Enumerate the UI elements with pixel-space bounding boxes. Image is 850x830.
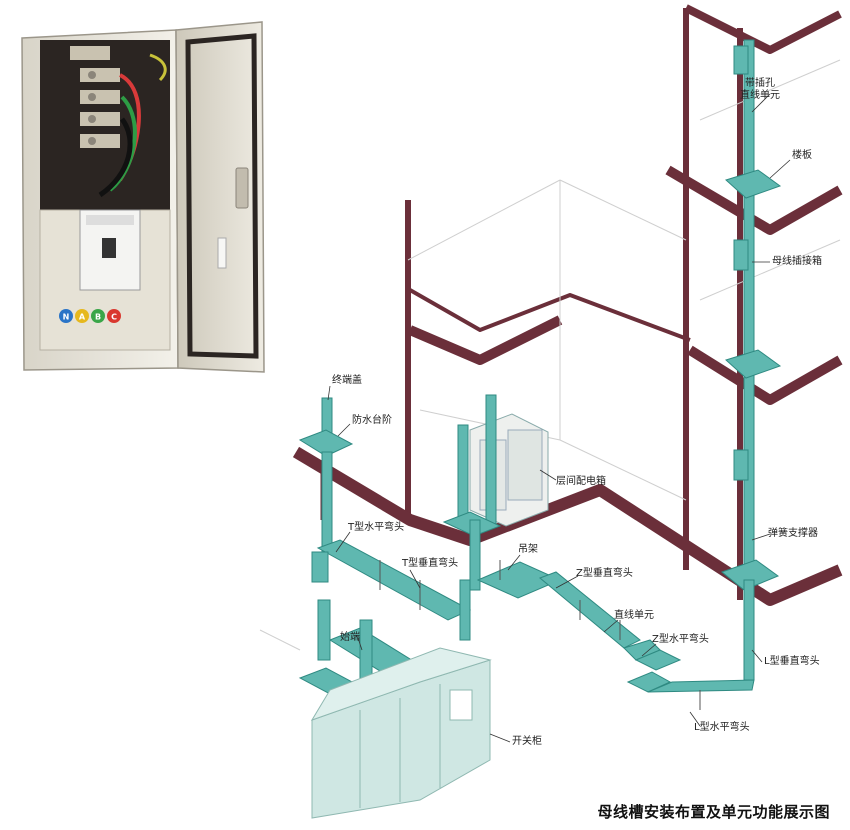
label-waterproof-step: 防水台阶 [352,415,392,426]
phase-badge-a [75,309,89,323]
circuit-breaker [79,209,141,291]
label-straight-unit: 直线单元 [614,610,654,621]
phase-badge-n-text: N [63,313,70,322]
label-spring-support: 弹簧支撑器 [768,528,818,539]
terminal-block [70,46,120,148]
label-floor-distribution-box: 层间配电箱 [556,476,606,487]
door-lock-icon [235,167,249,209]
label-end-cap: 终端盖 [332,375,362,386]
phase-badge-b-text: B [95,313,101,322]
phase-badges: N A B C [59,309,121,323]
floor-distribution-box [442,394,549,537]
label-switchgear: 开关柜 [512,736,542,747]
plug-box-mid [733,239,749,271]
label-l-vertical-elbow: L型垂直弯头 [764,656,820,667]
plug-box-low [733,449,749,481]
switchgear [310,647,492,819]
label-z-vertical-elbow: Z型垂直弯头 [576,568,633,579]
label-z-horizontal-elbow: Z型水平弯头 [652,634,709,645]
label-floor-slab: 楼板 [792,150,812,161]
distribution-cabinet: N A B C [21,21,265,373]
label-t-horizontal-elbow: T型水平弯头 [348,522,405,533]
phase-badge-b [91,309,105,323]
cabinet-door [175,21,265,373]
label-socket-unit: 带插孔 直线单元 [740,78,780,102]
phase-badge-c [107,309,121,323]
label-socket-unit-line2: 直线单元 [740,90,780,101]
label-l-horizontal-elbow: L型水平弯头 [694,722,750,733]
leader-lines [327,93,791,743]
phase-badge-n [59,309,73,323]
plug-box-top [733,45,749,75]
label-plug-box: 母线插接箱 [772,256,822,267]
label-start-end: 始端 [340,632,360,643]
phase-badge-a-text: A [79,313,86,322]
label-socket-unit-line1: 带插孔 [745,78,775,89]
phase-badge-c-text: C [111,313,117,322]
label-hanger: 吊架 [518,544,538,555]
figure-caption: 母线槽安装布置及单元功能展示图 [597,803,830,821]
riser-busway [720,39,782,681]
label-t-vertical-elbow: T型垂直弯头 [402,558,459,569]
